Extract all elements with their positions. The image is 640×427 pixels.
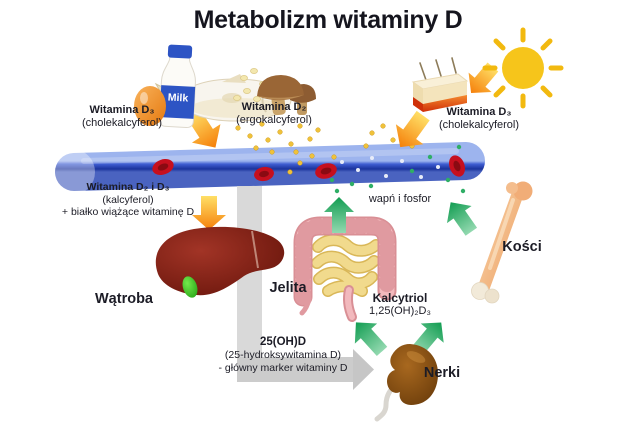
arrow-food-to-blood	[185, 108, 221, 148]
arrow-blood-to-liver	[192, 196, 226, 230]
egg-icon	[134, 86, 166, 126]
sun-icon	[482, 27, 564, 109]
label-calcium-phosphorus: wapń i fosfor	[368, 193, 432, 205]
arrow-kidney-to-intestines	[354, 322, 388, 357]
liver-icon	[155, 226, 285, 298]
label-line: Witamina D₂ i D₃	[86, 181, 170, 193]
label-line: - główny marker witaminy D	[218, 361, 348, 374]
arrow-skin-to-blood	[395, 110, 430, 148]
kidney-icon	[374, 344, 439, 422]
bone-icon	[471, 181, 533, 304]
label-vitamin-d2-fungi: Witamina D₂ (ergokalcyferol)	[236, 101, 312, 127]
label-line: + białko wiążące witaminę D	[61, 206, 195, 218]
blood-vessel	[55, 142, 485, 194]
arrow-intestines-to-blood	[324, 197, 354, 233]
label-line: Kalcytriol	[372, 291, 428, 305]
label-vitamin-d3-food: Witamina D₃ (cholekalcyferol)	[82, 104, 162, 130]
milk-text: Milk	[167, 91, 189, 105]
label-vitamin-d3-skin: Witamina D₃ (cholekalcyferol)	[439, 106, 519, 132]
label-intestines: Jelita	[269, 280, 307, 296]
label-bones: Kości	[502, 239, 542, 255]
label-line: (cholekalcyferol)	[438, 119, 520, 131]
mushrooms-icon	[233, 68, 316, 116]
label-line: 25(OH)D	[259, 336, 307, 348]
label-calcitriol: Kalcytriol 1,25(OH)₂D₃	[369, 292, 431, 318]
label-line: (cholekalcyferol)	[81, 117, 163, 129]
milk-bottle-icon	[158, 44, 196, 128]
label-line: (kalcyferol)	[102, 193, 154, 206]
label-line: Witamina D₂	[241, 101, 307, 113]
diagram-title: Metabolizm witaminy D	[193, 6, 463, 34]
pathway-gray-arrow	[237, 186, 374, 390]
label-line: 1,25(OH)₂D₃	[369, 305, 431, 317]
label-calcidiol: 25(OH)D (25-hydroksywitamina D) - główny…	[219, 336, 348, 374]
vitamin-particles	[235, 121, 466, 194]
label-kidneys: Nerki	[423, 365, 461, 381]
label-line: Witamina D₃	[446, 106, 512, 118]
label-line: (25-hydroksywitamina D)	[224, 349, 342, 361]
label-vitamin-d2-d3-blood: Witamina D₂ i D₃ (kalcyferol) + białko w…	[62, 181, 194, 219]
label-liver: Wątroba	[95, 291, 153, 307]
label-line: (ergokalcyferol)	[236, 114, 312, 126]
intestines-icon	[293, 216, 397, 322]
arrow-to-blood-right	[446, 202, 478, 236]
label-line: Witamina D₃	[89, 104, 155, 116]
skin-icon	[411, 57, 469, 112]
gallbladder-icon	[182, 276, 198, 298]
red-blood-cells	[152, 155, 465, 182]
